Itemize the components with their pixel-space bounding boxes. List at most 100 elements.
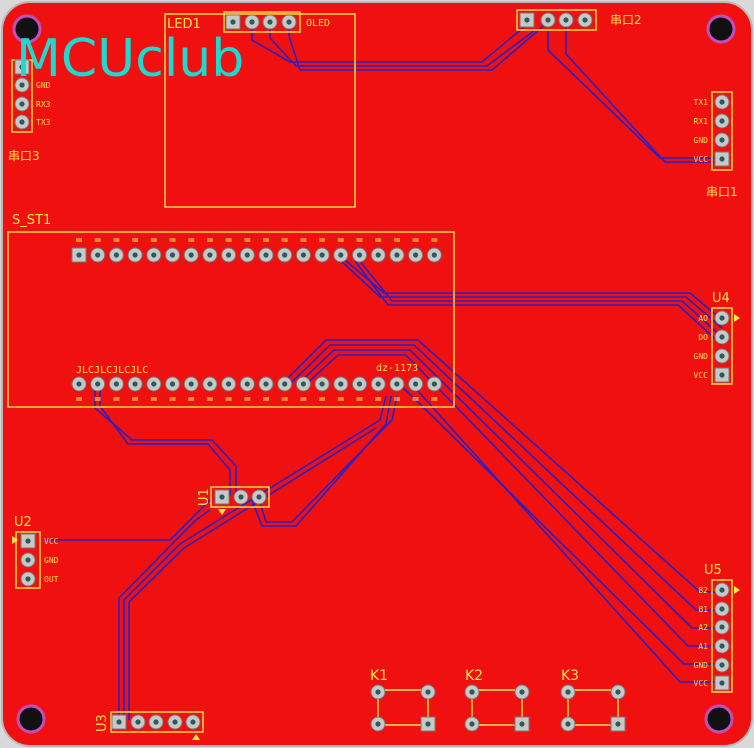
pin-label: VCC: [694, 155, 709, 164]
mounting-hole-br: [704, 704, 734, 734]
port2-pads: [519, 12, 593, 28]
pin-label: GND: [694, 661, 709, 670]
pin-tick: [263, 238, 269, 242]
pad: [165, 376, 180, 392]
pad: [464, 684, 480, 700]
pad: [714, 94, 730, 110]
pad: [221, 247, 237, 263]
pin-tick: [169, 397, 176, 401]
k3-ref: K3: [561, 668, 579, 684]
k1-ref: K1: [370, 668, 388, 684]
pin-tick: [412, 397, 419, 401]
u5-pads: [714, 582, 730, 691]
pin-label: RX3: [36, 100, 51, 109]
pin-tick: [76, 397, 82, 401]
sst1-bottom-pads: [71, 376, 442, 392]
pad: [108, 376, 124, 392]
pad: [420, 716, 436, 732]
pad: [146, 376, 162, 392]
pin-tick: [150, 397, 157, 401]
trace: [338, 254, 723, 321]
u4-ref: U4: [712, 291, 730, 306]
pad: [281, 14, 297, 30]
board-logo: MCUclub: [16, 29, 244, 89]
u1-pin1-marker: [218, 509, 226, 515]
led1-pads: [225, 14, 297, 30]
pad: [714, 348, 730, 364]
pad: [14, 77, 30, 93]
trace: [338, 258, 723, 329]
pad: [146, 247, 162, 263]
port1-pads: [714, 94, 730, 167]
trace: [257, 395, 398, 523]
pad: [183, 376, 199, 392]
pad: [202, 247, 218, 263]
pad: [214, 489, 230, 505]
pad: [258, 247, 274, 263]
pin-label: B1: [698, 605, 708, 614]
u2-ref: U2: [14, 515, 32, 530]
pad: [165, 247, 180, 263]
pad: [185, 714, 201, 730]
pad: [714, 582, 730, 598]
u4-outline: [711, 307, 733, 385]
pin-tick: [375, 238, 382, 242]
led1-outline: [164, 13, 356, 208]
sst1-text1: JLCJLCJLCJLC: [76, 365, 148, 376]
sst1-top-pads: [71, 247, 442, 263]
tact-switch-k2: [464, 684, 530, 732]
pin-tick: [319, 397, 326, 401]
pad: [90, 376, 106, 392]
pad: [183, 247, 199, 263]
pin-tick: [132, 238, 139, 242]
pad: [239, 376, 255, 392]
pad: [333, 376, 349, 392]
pad: [714, 113, 730, 129]
pad: [540, 12, 556, 28]
pin-tick: [169, 238, 176, 242]
port2-header-outline: [516, 9, 597, 31]
pad: [514, 684, 530, 700]
pad: [262, 14, 278, 30]
trace: [354, 260, 723, 346]
pin-tick: [319, 238, 326, 242]
pin-label: A1: [698, 642, 708, 651]
u3-ref: U3: [95, 714, 110, 732]
pin-label: GND: [36, 81, 51, 90]
pad: [560, 684, 576, 700]
pad: [127, 247, 143, 263]
pin-tick: [188, 397, 195, 401]
trace: [295, 349, 722, 629]
pad: [714, 310, 730, 326]
pad: [14, 96, 30, 112]
trace-layer: [44, 21, 723, 720]
pad: [370, 684, 386, 700]
u3-outline: [110, 711, 204, 733]
pad: [221, 376, 237, 392]
pad: [714, 601, 730, 617]
trace: [128, 427, 377, 720]
pad: [108, 247, 124, 263]
trace: [251, 395, 392, 527]
port1-header-outline: [711, 91, 733, 171]
pin-tick: [150, 238, 157, 242]
pad: [464, 716, 480, 732]
pad: [14, 114, 30, 130]
trace: [118, 509, 211, 720]
pad: [420, 684, 436, 700]
sst1-ref: S_ST1: [12, 213, 51, 228]
pad: [20, 533, 36, 549]
pin-label: RX1: [694, 117, 709, 126]
tact-switch-k1: [370, 684, 436, 732]
pad: [90, 247, 106, 263]
pad: [148, 714, 164, 730]
pad: [370, 716, 386, 732]
pin-tick: [393, 397, 400, 401]
pin-label: VCC: [694, 371, 709, 380]
pad: [14, 59, 30, 75]
pad: [127, 376, 143, 392]
led1-header-outline: [223, 11, 301, 33]
